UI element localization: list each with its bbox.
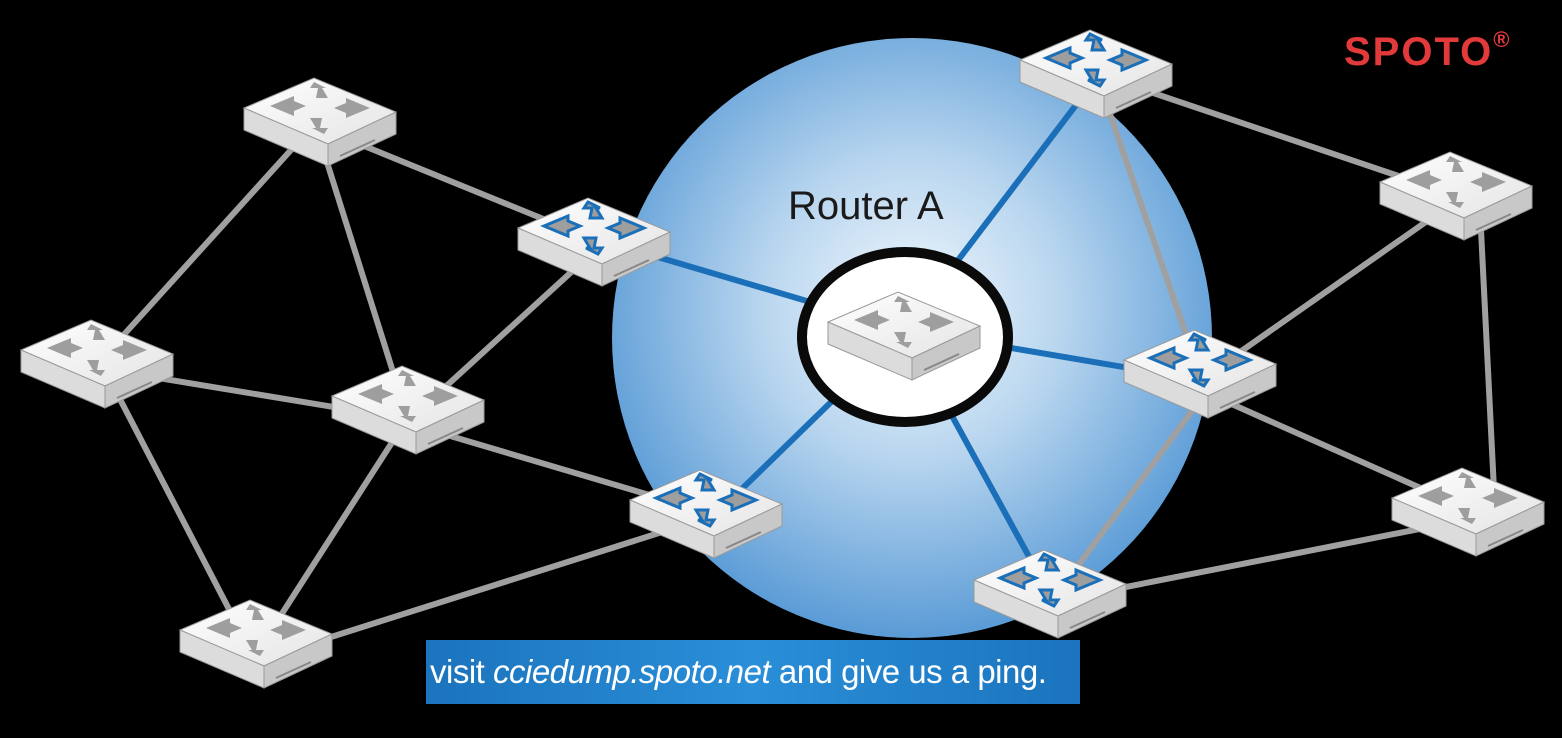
banner-link[interactable]: cciedump.spoto.net <box>493 653 771 690</box>
logo-text: SPOTO <box>1344 30 1494 74</box>
router-node-5 <box>1379 151 1533 241</box>
spoto-logo: SPOTO® <box>1344 26 1512 75</box>
router-node-2 <box>20 319 174 409</box>
promo-banner[interactable]: visit cciedump.spoto.net and give us a p… <box>426 640 1080 704</box>
registered-mark: ® <box>1493 26 1512 52</box>
router-a-label: Router A <box>788 184 944 228</box>
router-node-6 <box>1391 467 1545 557</box>
router-node-4 <box>179 599 333 689</box>
banner-prefix: visit <box>430 653 493 690</box>
banner-suffix: and give us a ping. <box>770 653 1047 690</box>
